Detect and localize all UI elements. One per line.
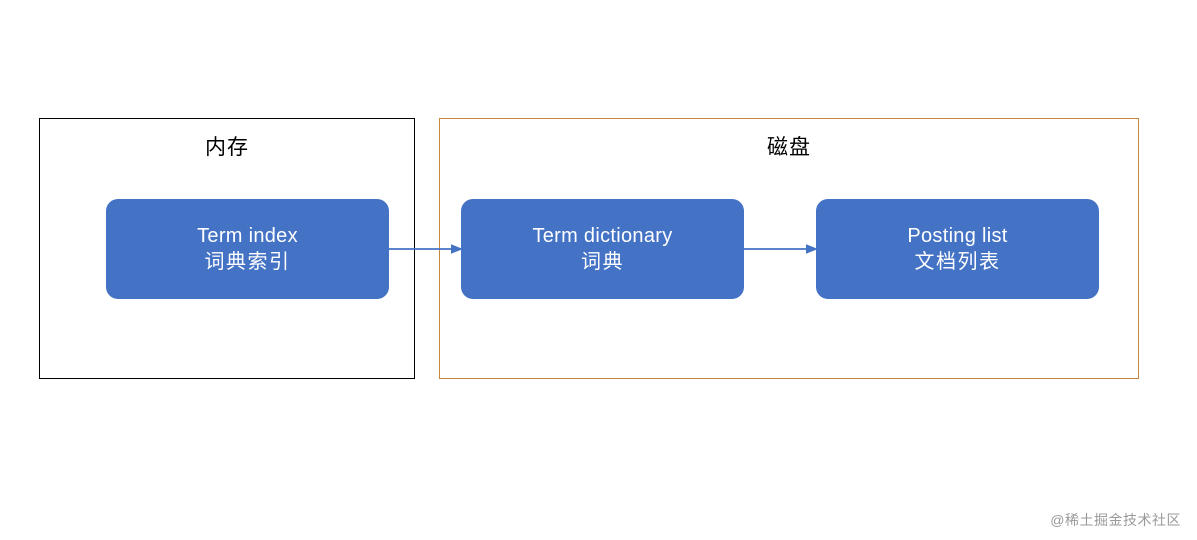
container-disk-title: 磁盘	[767, 136, 811, 159]
node-posting-list-label-en: Posting list	[907, 224, 1008, 247]
node-term-dictionary[interactable]: Term dictionary 词典	[461, 199, 744, 299]
arrow-right-icon-2	[744, 244, 818, 254]
node-term-index[interactable]: Term index 词典索引	[106, 199, 389, 299]
arrow-right-icon-1	[389, 244, 463, 254]
node-term-dictionary-label-en: Term dictionary	[532, 224, 673, 247]
container-memory-title: 内存	[205, 136, 249, 159]
node-term-index-label-cn: 词典索引	[204, 251, 291, 273]
node-term-index-label-en: Term index	[197, 224, 298, 247]
node-term-dictionary-label-cn: 词典	[581, 251, 624, 273]
node-posting-list[interactable]: Posting list 文档列表	[816, 199, 1099, 299]
watermark: @稀土掘金技术社区	[1050, 512, 1181, 528]
node-posting-list-label-cn: 文档列表	[914, 251, 1001, 273]
